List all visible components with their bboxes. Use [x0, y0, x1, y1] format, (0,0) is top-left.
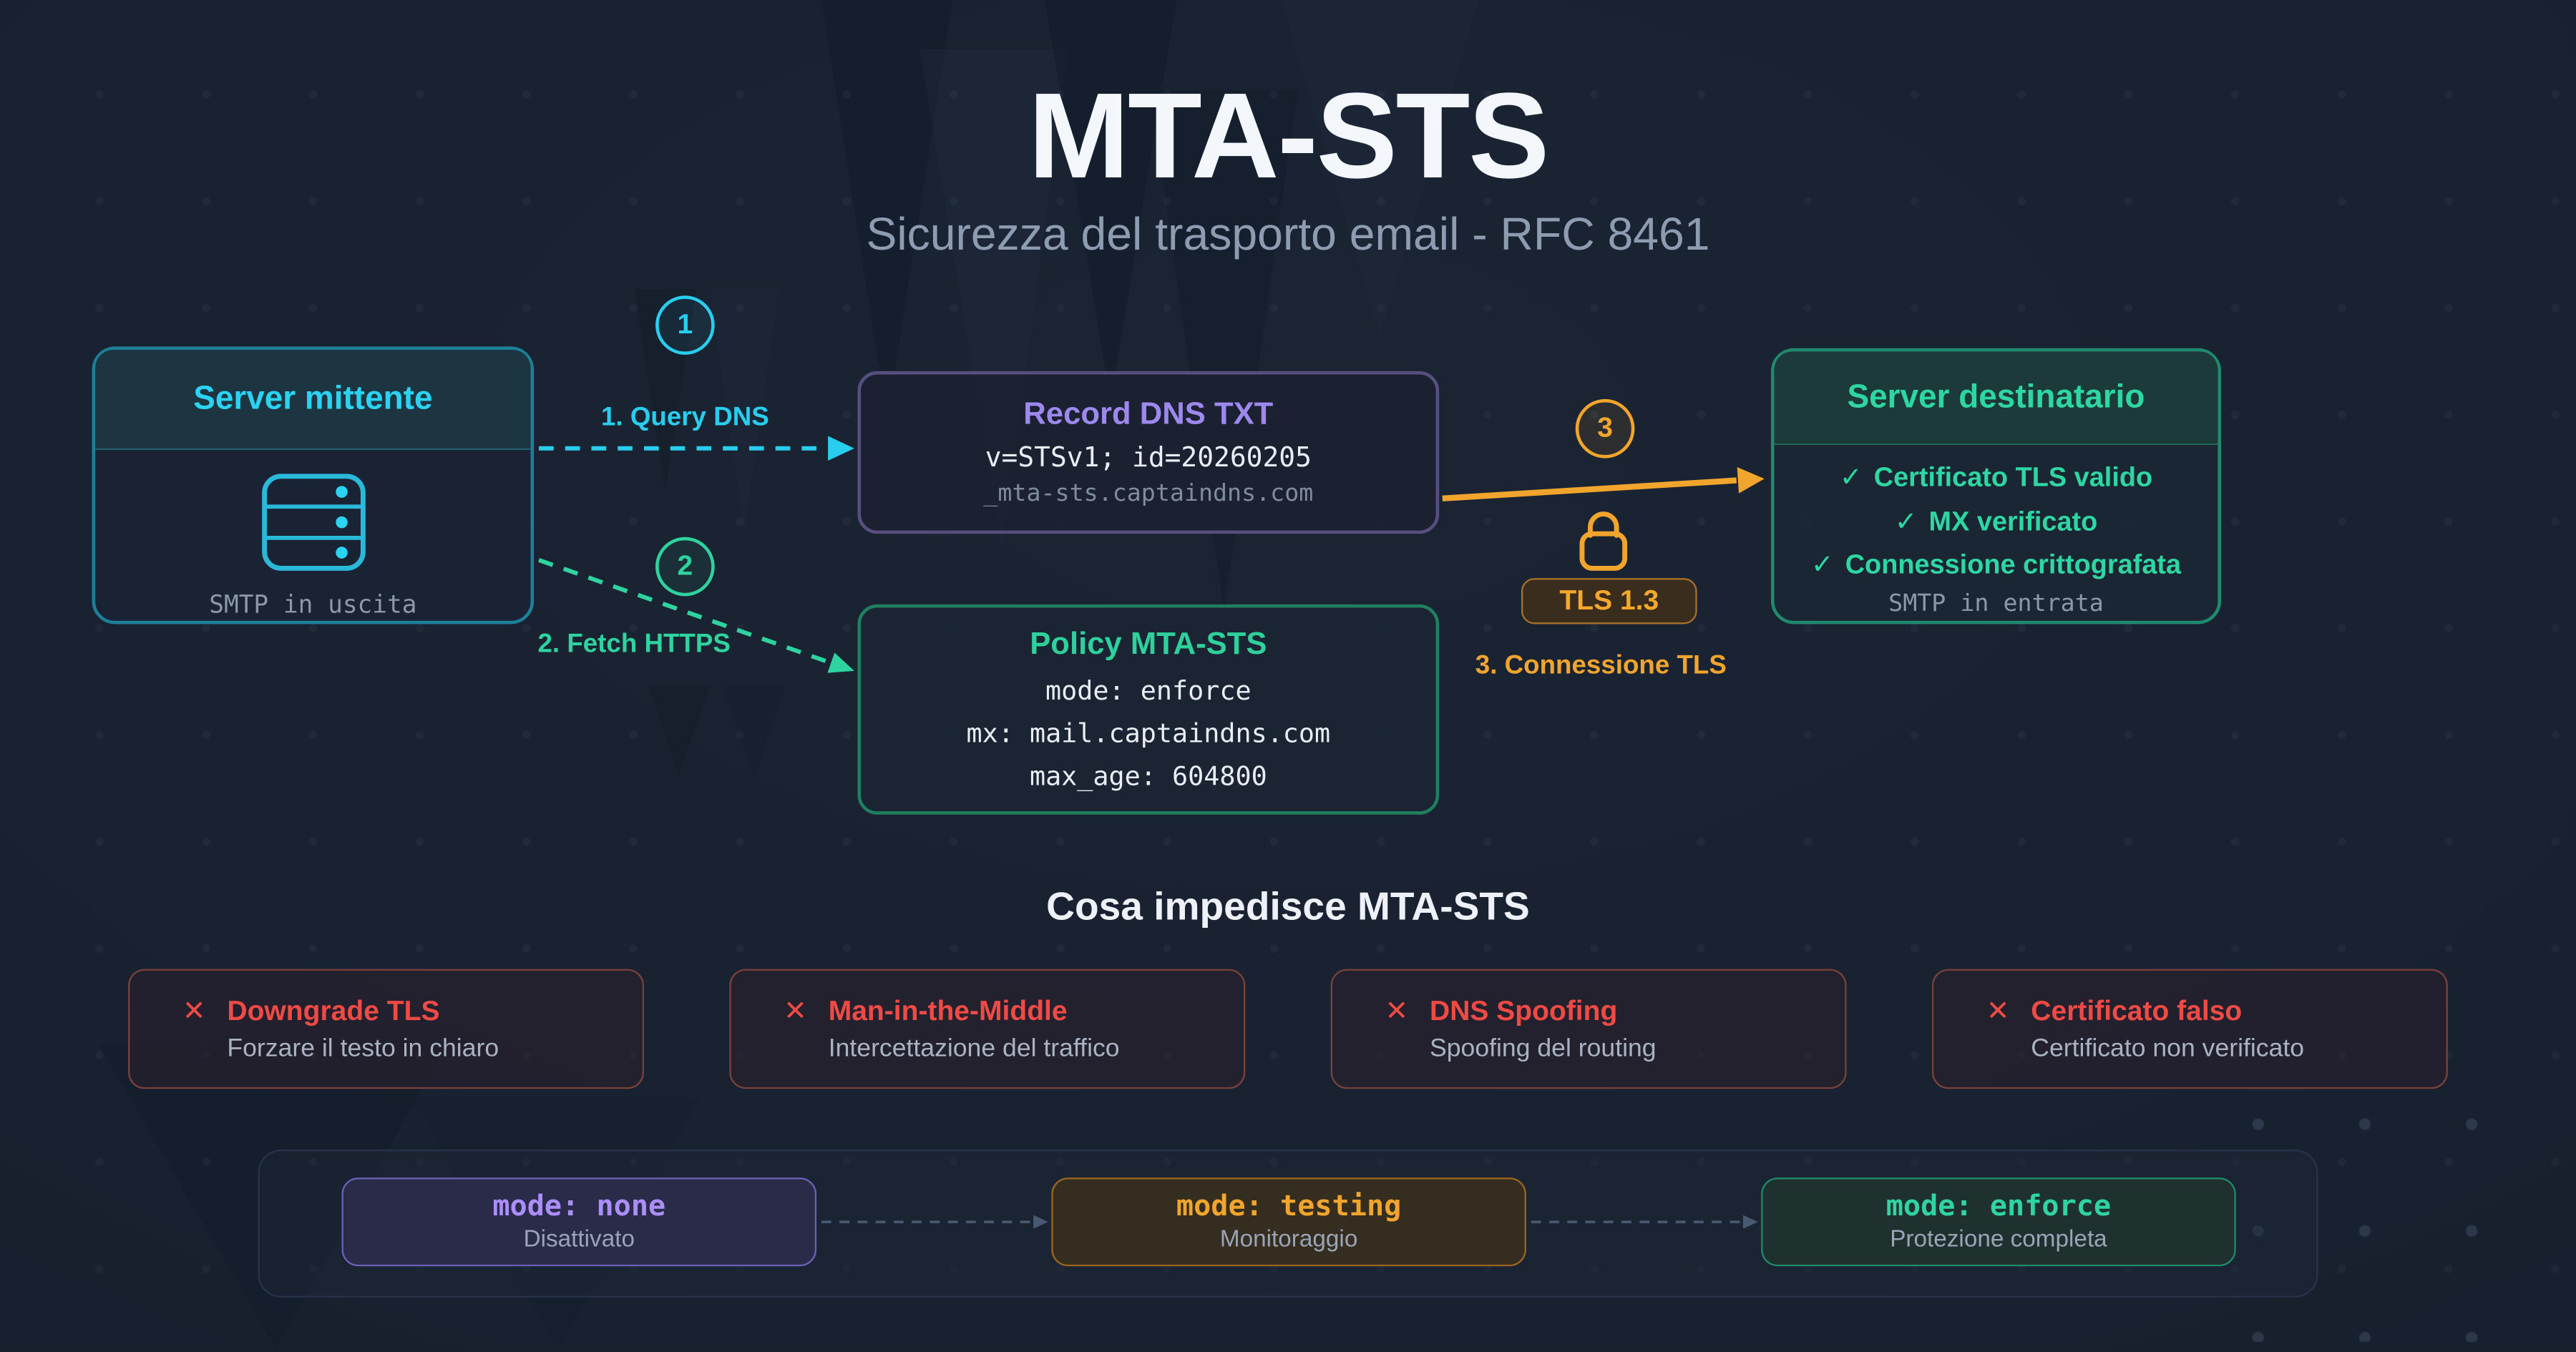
receiver-server-panel: Server destinatario ✓ Certificato TLS val… [1770, 348, 2222, 624]
threat-title: Downgrade TLS [227, 994, 440, 1026]
threat-card-downgrade: ✕ Downgrade TLS Forzare il testo in chia… [128, 969, 644, 1089]
threat-title: DNS Spoofing [1430, 994, 1618, 1026]
step-2-label: 2. Fetch HTTPS [537, 630, 731, 659]
smtp-out-caption: SMTP in uscita [209, 589, 417, 619]
check-icon: ✓ [1894, 504, 1918, 537]
threats-heading: Cosa impedisce MTA-STS [1046, 885, 1530, 930]
dns-record-panel: Record DNS TXT v=STSv1; id=20260205 _mta… [857, 371, 1440, 534]
policy-title: Policy MTA-STS [1030, 627, 1267, 662]
check-item: ✓ MX verificato [1895, 500, 2098, 544]
sender-panel-title: Server mittente [193, 380, 433, 417]
threat-desc: Intercettazione del traffico [828, 1034, 1120, 1062]
policy-mx-line: mx: mail.captaindns.com [966, 717, 1331, 749]
cross-icon: ✕ [182, 994, 206, 1028]
dns-txt-value: v=STSv1; id=20260205 [985, 441, 1312, 474]
threat-card-mitm: ✕ Man-in-the-Middle Intercettazione del … [729, 969, 1246, 1089]
policy-panel: Policy MTA-STS mode: enforce mx: mail.ca… [857, 604, 1440, 815]
step-3-label: 3. Connessione TLS [1475, 652, 1727, 680]
step-3-number: 3 [1597, 412, 1613, 444]
threat-card-fake-cert: ✕ Certificato falso Certificato non veri… [1931, 969, 2448, 1089]
mode-chip-testing: mode: testing Monitoraggio [1051, 1177, 1526, 1267]
mode-label: Monitoraggio [1219, 1227, 1358, 1253]
mode-code: mode: none [492, 1190, 666, 1224]
dns-host-name: _mta-sts.captaindns.com [983, 481, 1314, 508]
check-icon: ✓ [1810, 548, 1834, 580]
tls-badge: TLS 1.3 [1521, 578, 1697, 624]
receiver-panel-title: Server destinatario [1847, 378, 2145, 415]
receiver-panel-header: Server destinatario [1774, 351, 2218, 446]
smtp-in-caption: SMTP in entrata [1888, 590, 2104, 617]
step-1-circle: 1 [655, 295, 715, 355]
mode-label: Protezione completa [1890, 1227, 2107, 1253]
page-title: MTA-STS [1028, 67, 1550, 204]
mode-chip-none: mode: none Disattivato [341, 1177, 817, 1267]
step-3-circle: 3 [1575, 398, 1635, 459]
check-icon: ✓ [1839, 461, 1863, 493]
mode-chip-enforce: mode: enforce Protezione completa [1761, 1177, 2236, 1267]
check-item: ✓ Certificato TLS valido [1840, 456, 2152, 500]
threat-card-dns-spoofing: ✕ DNS Spoofing Spoofing del routing [1330, 969, 1847, 1089]
mode-code: mode: testing [1176, 1190, 1402, 1224]
check-item-label: MX verificato [1928, 506, 2098, 537]
threat-title: Certificato falso [2031, 994, 2243, 1026]
dns-record-title: Record DNS TXT [1023, 397, 1274, 432]
cross-icon: ✕ [784, 994, 807, 1028]
sender-panel-header: Server mittente [95, 350, 531, 451]
threat-title: Man-in-the-Middle [828, 994, 1068, 1026]
cross-icon: ✕ [1385, 994, 1409, 1028]
threat-desc: Forzare il testo in chiaro [227, 1034, 499, 1062]
check-item: ✓ Connessione crittografata [1811, 544, 2181, 587]
policy-mode-line: mode: enforce [1045, 675, 1252, 707]
threat-desc: Certificato non verificato [2031, 1034, 2305, 1062]
step-1-label: 1. Query DNS [600, 403, 769, 432]
mode-label: Disattivato [523, 1227, 635, 1253]
sender-server-panel: Server mittente SMTP in uscita [92, 346, 535, 624]
page-subtitle: Sicurezza del trasporto email - RFC 8461 [866, 208, 1710, 260]
mode-code: mode: enforce [1885, 1190, 2112, 1224]
lock-icon [1579, 511, 1628, 571]
check-item-label: Certificato TLS valido [1873, 463, 2153, 493]
check-item-label: Connessione crittografata [1845, 550, 2182, 580]
threat-desc: Spoofing del routing [1430, 1034, 1657, 1062]
step-1-number: 1 [677, 308, 693, 341]
policy-maxage-line: max_age: 604800 [1029, 760, 1267, 792]
step-2-number: 2 [677, 550, 693, 582]
step-2-circle: 2 [655, 537, 715, 597]
server-stack-icon [261, 474, 365, 571]
cross-icon: ✕ [1986, 994, 2010, 1028]
